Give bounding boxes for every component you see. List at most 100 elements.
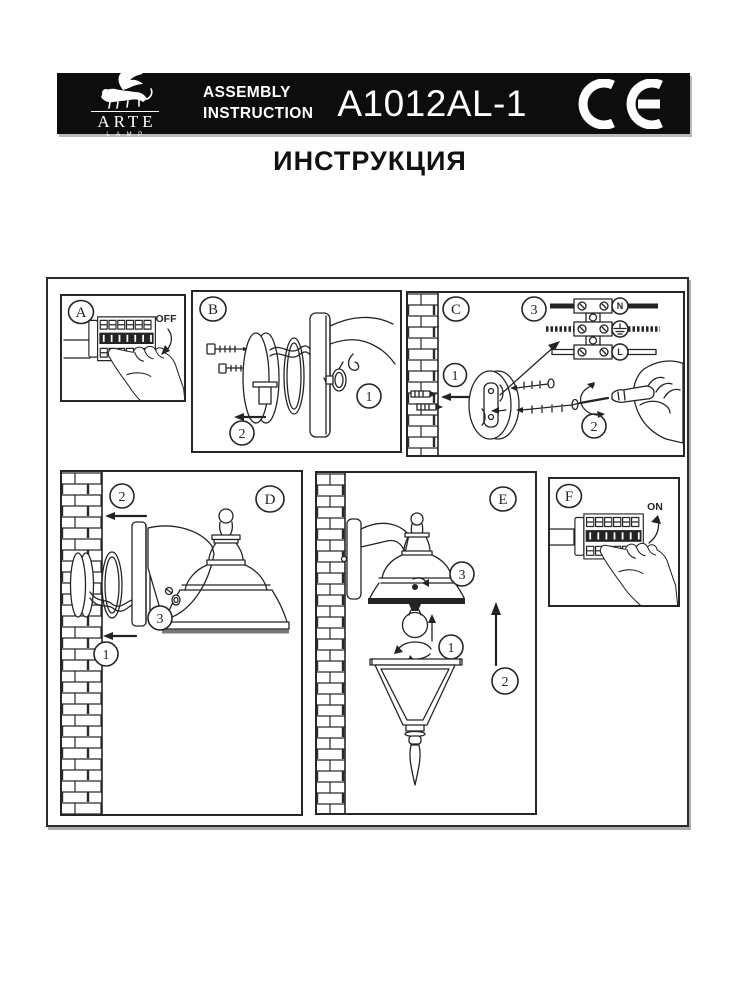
svg-text:N: N <box>617 301 624 311</box>
header-bar: ARTE LAMP ASSEMBLY INSTRUCTION A1012AL-1… <box>57 70 690 138</box>
panel-e-drawing: 3 1 <box>317 473 519 813</box>
svg-text:2: 2 <box>239 427 246 442</box>
brand-name: ARTE <box>91 111 159 131</box>
lantern-body <box>369 658 463 786</box>
step-3-badge: 3 <box>521 296 547 322</box>
wall-anchors <box>410 390 443 411</box>
rotation-arrow-icon <box>579 382 605 418</box>
svg-text:2: 2 <box>591 420 598 435</box>
fixing-screws <box>491 378 579 414</box>
step-1-badge: 1 <box>93 641 119 667</box>
svg-text:D: D <box>265 492 276 508</box>
on-arrow-icon <box>648 515 661 544</box>
svg-text:A: A <box>76 305 87 321</box>
winged-lion-logo-icon <box>101 70 153 109</box>
panel-c: 1 <box>406 291 685 457</box>
panel-b-drawing: 1 2 B <box>199 296 396 446</box>
panel-a: OFF A <box>60 294 186 402</box>
svg-text:3: 3 <box>531 303 538 318</box>
panel-d: 2 <box>60 470 303 816</box>
canopy-disc <box>69 552 95 618</box>
step-3-badge: 3 <box>147 605 173 631</box>
page-title: ИНСТРУКЦИЯ <box>273 146 467 176</box>
canopy-disc <box>242 332 280 424</box>
locking-screw <box>164 586 181 606</box>
hand-icon <box>107 345 184 400</box>
model-number: A1012AL-1 <box>337 82 527 124</box>
push-arrow-top-icon <box>105 512 148 520</box>
doc-type-line2: INSTRUCTION <box>203 104 314 122</box>
thumbscrew-clamp <box>323 361 347 392</box>
wall-bracket-plate <box>309 312 396 438</box>
doc-type-line1: ASSEMBLY <box>203 84 291 102</box>
light-bulb <box>401 604 429 639</box>
mounting-screws <box>206 343 254 374</box>
panel-f-drawing: ON F <box>550 483 678 605</box>
svg-text:1: 1 <box>366 390 373 405</box>
hand-icon <box>599 542 678 605</box>
svg-text:1: 1 <box>452 369 459 384</box>
step-2-badge: 2 <box>491 667 519 695</box>
panel-a-label-badge: A <box>67 299 95 325</box>
terminal-n-badge: N <box>611 297 629 315</box>
svg-text:1: 1 <box>103 648 110 663</box>
step-1-badge: 1 <box>438 634 464 660</box>
ce-mark-icon <box>578 78 663 129</box>
step-1-badge: 1 <box>356 383 382 409</box>
panel-c-drawing: 1 <box>408 293 683 455</box>
panel-b-label-badge: B <box>199 296 227 322</box>
wires <box>269 345 311 358</box>
off-arrow-icon <box>161 328 173 355</box>
bulb-up-arrow-icon <box>428 614 436 642</box>
svg-text:2: 2 <box>119 490 126 505</box>
push-arrow-icon <box>441 393 474 401</box>
step-3-badge: 3 <box>449 561 475 587</box>
svg-text:3: 3 <box>157 612 164 627</box>
brick-wall <box>408 293 439 455</box>
terminal-l-badge: L <box>611 343 629 361</box>
svg-text:1: 1 <box>448 641 455 656</box>
brand-logo: ARTE LAMP <box>73 69 177 138</box>
switch-state-label: ON <box>647 501 663 513</box>
shade-screw-rotation <box>412 577 429 590</box>
step-2-badge: 2 <box>109 483 135 509</box>
brand-subtitle: LAMP <box>106 131 149 138</box>
panel-e-label-badge: E <box>489 486 517 512</box>
panel-d-drawing: 2 <box>62 472 290 814</box>
brick-wall <box>62 472 103 814</box>
step-2-badge: 2 <box>581 413 607 439</box>
push-arrow-bottom-icon <box>103 632 138 640</box>
svg-text:E: E <box>498 492 507 508</box>
panel-a-drawing: OFF A <box>63 299 184 400</box>
doc-type: ASSEMBLY INSTRUCTION <box>203 83 313 123</box>
svg-text:L: L <box>617 347 623 357</box>
svg-text:B: B <box>208 302 218 318</box>
panel-d-label-badge: D <box>255 485 285 513</box>
push-arrow-icon <box>234 413 267 421</box>
svg-text:3: 3 <box>459 568 466 583</box>
panel-e: 3 1 <box>315 471 537 815</box>
screwdriver-icon <box>571 385 655 406</box>
screw-direction-arrow <box>499 341 560 396</box>
step-2-badge: 2 <box>229 420 255 446</box>
brick-wall <box>317 473 346 813</box>
svg-text:C: C <box>451 302 461 318</box>
terminal-block-diagram: N L 3 <box>521 296 660 361</box>
panel-f: ON F <box>548 477 680 607</box>
earth-icon <box>611 320 629 338</box>
ce-mark: CE <box>576 78 676 129</box>
lift-arrow-icon <box>491 602 501 667</box>
panel-c-label-badge: C <box>442 296 470 322</box>
mounting-plate <box>468 370 520 440</box>
svg-text:2: 2 <box>502 675 509 690</box>
svg-text:F: F <box>565 489 573 505</box>
switch-state-label: OFF <box>156 313 178 325</box>
diagram-board: OFF A <box>46 277 689 827</box>
wires <box>89 591 133 612</box>
wall-bracket <box>340 518 410 600</box>
hand-with-screwdriver <box>571 360 683 444</box>
lamp-body <box>131 508 290 634</box>
panel-b: 1 2 B <box>191 290 402 453</box>
step-1-badge: 1 <box>442 362 468 388</box>
